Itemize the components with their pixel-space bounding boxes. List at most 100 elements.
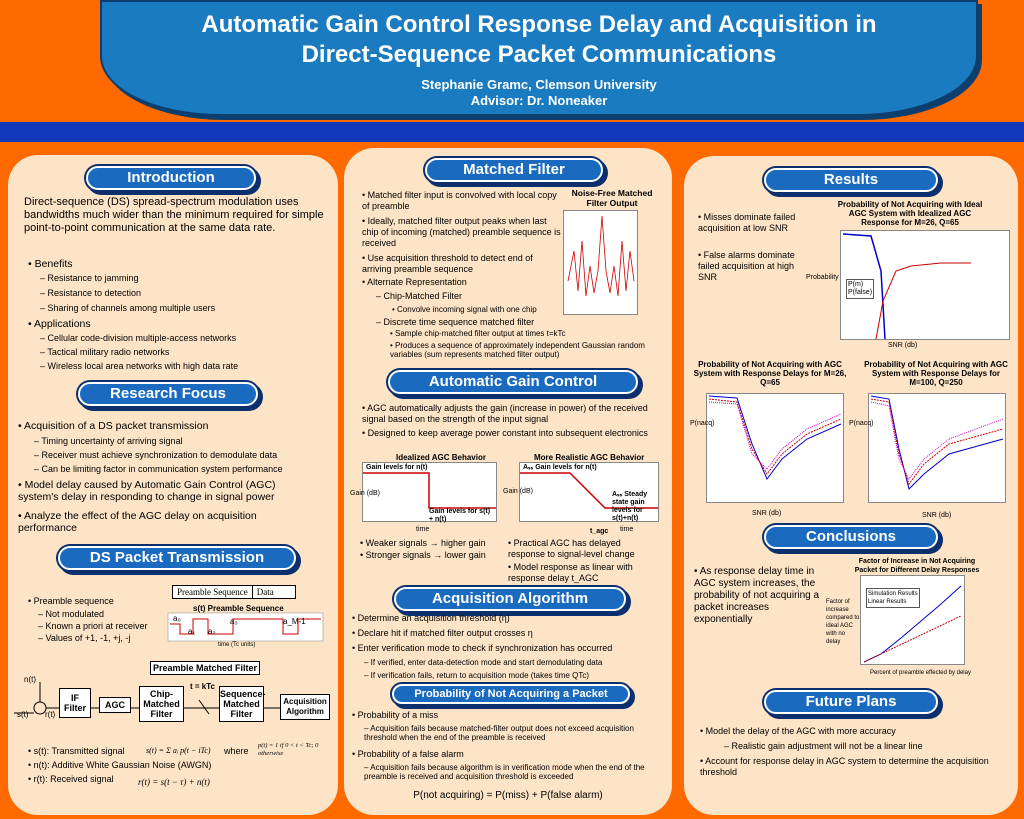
results-chart3 (868, 393, 1006, 503)
ds-sub: – Not modulated (38, 609, 105, 619)
chip-mf-box: Chip-Matched Filter (139, 686, 184, 722)
mf-sub: – Discrete time sequence matched filter (376, 317, 535, 327)
snr-axis2: SNR (db) (752, 510, 782, 517)
agc-heading: Automatic Gain Control (388, 370, 638, 394)
results-heading: Results (764, 168, 938, 192)
ds-sub: – Values of +1, -1, +j, -j (38, 633, 131, 643)
acq-b2: Declare hit if matched filter output cro… (352, 628, 533, 639)
def-rt: r(t): Received signal (28, 774, 114, 785)
results-chart1-title: Probability of Not Acquiring with Ideal … (837, 200, 983, 227)
tagc-label: t_agc (590, 528, 609, 535)
mf-sub: – Chip-Matched Filter (376, 291, 463, 301)
research-b2: Model delay caused by Automatic Gain Con… (18, 479, 318, 503)
agc-p1: Practical AGC has delayed response to si… (508, 538, 658, 560)
results-chart1: P(m) P(false) (840, 230, 1010, 340)
legend-sim: Simulation Results (868, 591, 918, 597)
def-st: s(t): Transmitted signal (28, 746, 125, 757)
mf-b3: Use acquisition threshold to detect end … (362, 253, 562, 275)
poster-title-line1: Automatic Gain Control Response Delay an… (201, 11, 877, 38)
benefit-item: – Resistance to jamming (40, 273, 139, 283)
a2-label: a₂ (208, 627, 216, 636)
a3-label: a₃ (230, 617, 238, 626)
agc-p2: Model response as linear with response d… (508, 562, 658, 584)
mf-chart-title: Noise-Free Matched Filter Output (571, 188, 653, 208)
acq-c1a: – Acquisition fails because matched-filt… (364, 724, 634, 742)
sample-label: t = kTc (190, 682, 215, 691)
future-heading: Future Plans (764, 690, 938, 714)
acq-heading: Acquisition Algorithm (394, 587, 626, 611)
real-steady-lbl: Aₛₛ Steady state gain levels for s(t)+n(… (612, 491, 648, 522)
mf-b1: Matched filter input is convolved with l… (362, 190, 562, 212)
time-label: time (Tc units) (218, 642, 256, 648)
pnacq-axis2: P(nacq) (849, 420, 874, 427)
legend-pfalse: P(false) (848, 289, 873, 296)
eq1: s(t) = Σ aᵢ p(t − iTc) (146, 746, 211, 755)
data-label: Data (256, 587, 274, 597)
benefit-item: – Sharing of channels among multiple use… (40, 303, 216, 313)
future-b2: Account for response delay in AGC system… (700, 756, 1000, 778)
acq-c2: Probability of a false alarm (352, 749, 464, 760)
acq-c1: Probability of a miss (352, 710, 439, 721)
seq-mf-box: Sequence-Matched Filter (219, 686, 266, 722)
research-b1: Acquisition of a DS packet transmission (18, 420, 208, 432)
acq-b3: Enter verification mode to check if sync… (352, 643, 613, 654)
acq-formula: P(not acquiring) = P(miss) + P(false ala… (413, 790, 603, 801)
gain-axis: Gain (dB) (350, 490, 380, 497)
future-b1: Model the delay of the AGC with more acc… (700, 726, 896, 737)
ideal-agc-title: Idealized AGC Behavior (396, 453, 486, 462)
mf-subsub: • Produces a sequence of approximately i… (390, 341, 645, 359)
research-sub: – Receiver must achieve synchronization … (34, 450, 278, 460)
ds-sub: – Known a priori at receiver (38, 621, 148, 631)
nt-label: n(t) (24, 675, 36, 684)
pmf-box: Preamble Matched Filter (150, 661, 260, 675)
mf-subsub: • Sample chip-matched filter output at t… (390, 329, 566, 338)
header-band (0, 122, 1024, 142)
author: Stephanie Gramc, Clemson University (421, 77, 657, 92)
conclusions-chart: Simulation Results Linear Results (860, 575, 965, 665)
results-chart3-title: Probability of Not Acquiring with AGC Sy… (864, 360, 1008, 387)
mf-subsub: • Convolve incoming signal with one chip (392, 305, 537, 314)
am1-label: a_M-1 (283, 617, 306, 626)
preamble-sequence-plot: s(t) Preamble Sequence a₀ a₁ a₂ a₃ a_M-1… (158, 604, 328, 648)
results-b1: Misses dominate failed acquisition at lo… (698, 212, 808, 234)
where-label: where (224, 746, 249, 756)
seq-title: s(t) Preamble Sequence (193, 604, 284, 613)
results-chart2 (706, 393, 844, 503)
ideal-gain-lbl: Gain levels for n(t) (366, 464, 428, 471)
poster-title-line2: Direct-Sequence Packet Communications (301, 41, 777, 68)
conclusions-chart-title: Factor of Increase in Not Acquiring Pack… (854, 558, 980, 574)
intro-paragraph: Direct-sequence (DS) spread-spectrum mod… (24, 196, 324, 234)
ideal-agc-chart: Gain levels for n(t) Gain levels for s(t… (362, 462, 497, 523)
acq-sub: – If verified, enter data-detection mode… (364, 658, 603, 667)
real-agc-chart: Aₛₛ Gain levels for n(t) Aₛₛ Steady stat… (519, 462, 659, 522)
pnacq-heading: Probability of Not Acquiring a Packet (392, 684, 630, 704)
acq-c2a: – Acquisition fails because algorithm is… (364, 763, 645, 781)
results-chart2-title: Probability of Not Acquiring with AGC Sy… (693, 360, 847, 387)
conclusions-xaxis: Percent of preamble effected by delay (870, 670, 971, 676)
snr-axis: SNR (db) (888, 342, 918, 349)
eq3: r(t) = s(t − τ) + n(t) (138, 777, 210, 787)
legend-linear: Linear Results (868, 599, 907, 605)
applications-label: Applications (28, 318, 91, 330)
if-filter-box: IF Filter (59, 688, 91, 718)
def-nt: n(t): Additive White Gaussian Noise (AWG… (28, 760, 212, 771)
acq-alg-box: Acquisition Algorithm (280, 694, 330, 720)
block-diagram-wires (14, 682, 280, 715)
benefits-label: Benefits (28, 258, 73, 270)
app-item: – Wireless local area networks with high… (40, 361, 239, 371)
rt-label: r(t) (45, 710, 56, 719)
ds-b1: Preamble sequence (28, 596, 114, 607)
agc-w1: Weaker signals → higher gain (360, 538, 486, 549)
preamble-label: Preamble Sequence (173, 586, 253, 598)
legend-pm: P(m) (848, 281, 864, 288)
advisor: Advisor: Dr. Noneaker (470, 93, 608, 108)
time-axis: time (416, 526, 430, 533)
acq-sub: – If verification fails, return to acqui… (364, 671, 589, 680)
gain-axis2: Gain (dB) (503, 488, 533, 495)
conclusions-b1: As response delay time in AGC system inc… (694, 566, 820, 626)
app-item: – Cellular code-division multiple-access… (40, 333, 237, 343)
ds-heading: DS Packet Transmission (58, 546, 296, 570)
mf-heading: Matched Filter (425, 158, 603, 182)
agc-w2: Stronger signals → lower gain (360, 550, 486, 561)
